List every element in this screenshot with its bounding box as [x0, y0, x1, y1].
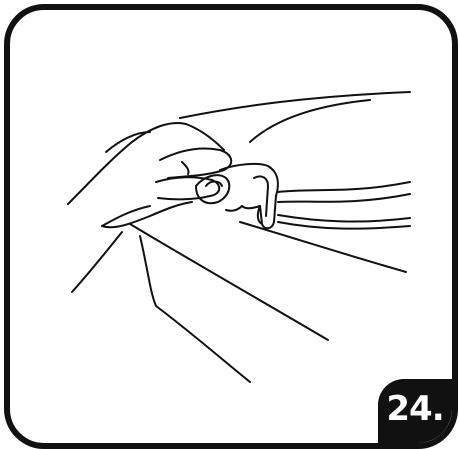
hand-attaching-clip-illustration [10, 10, 452, 443]
hand-back [132, 123, 224, 150]
clip-edge [226, 206, 242, 211]
fabric-fold-edge [250, 100, 370, 142]
fabric-drape-line-3 [72, 232, 122, 292]
fabric-drape-line-2 [140, 236, 250, 382]
cord-line-3 [278, 215, 410, 222]
forearm-line-1 [68, 142, 132, 204]
finger-2 [156, 177, 219, 199]
finger-crease [182, 162, 189, 174]
cord-line-1 [278, 182, 410, 192]
fabric-lower-edge [240, 222, 406, 272]
step-number: 24. [386, 392, 443, 426]
finger-1 [160, 148, 231, 178]
forearm-line-2 [102, 206, 150, 226]
cord-line-4 [278, 222, 410, 229]
clip-body [220, 164, 278, 228]
fabric-top-edge [180, 92, 410, 118]
cord-line-2 [278, 194, 410, 202]
step-number-badge: 24. [378, 379, 452, 443]
instruction-frame: 24. [4, 4, 458, 449]
fabric-drape-line-1 [130, 224, 328, 340]
